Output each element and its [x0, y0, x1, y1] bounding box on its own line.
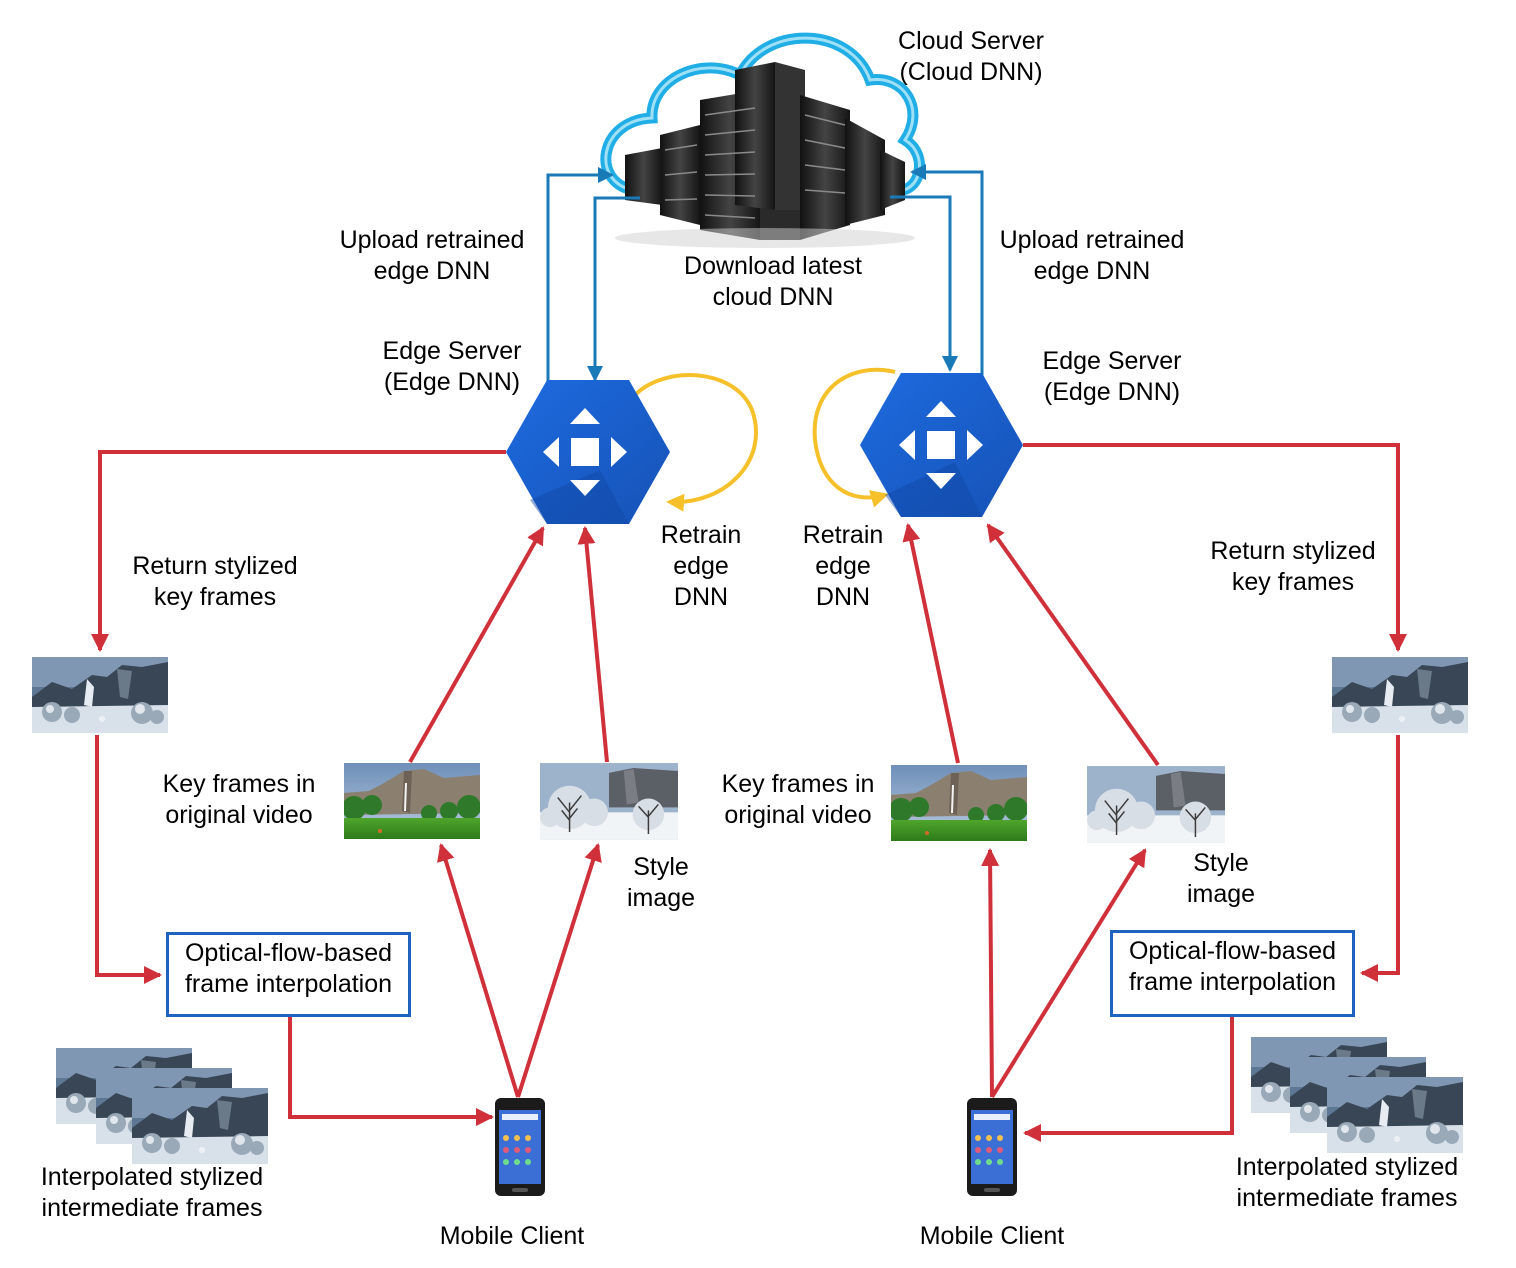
left-stylized-keyframe-image: [32, 657, 168, 733]
right-style-label: Style image: [1186, 849, 1256, 908]
right-return-label: Return stylized key frames: [1210, 537, 1376, 596]
left-retrain-label: Retrain edge DNN: [660, 521, 742, 611]
data-flow-connectors: [91, 443, 1407, 1142]
left-style-up-connector: [577, 526, 609, 763]
right-edge-server-title: Edge Server (Edge DNN): [1042, 347, 1182, 406]
right-interpolated-frames-stack: [1251, 1037, 1463, 1153]
cloud-server-icon: [600, 32, 925, 248]
left-client-to-keyframes-connector: [437, 843, 520, 1098]
right-smartphone-icon: [967, 1098, 1017, 1196]
right-style-up-connector: [986, 523, 1160, 767]
left-mobile-client-label: Mobile Client: [439, 1222, 585, 1250]
right-upload-label: Upload retrained edge DNN: [999, 226, 1185, 285]
left-interpolated-frames-stack: [56, 1048, 268, 1164]
right-keyframes-up-connector: [902, 523, 960, 764]
right-interpolated-frames-label: Interpolated stylized intermediate frame…: [1235, 1153, 1459, 1212]
right-interpolation-box: Optical-flow-based frame interpolation: [1110, 930, 1355, 1017]
left-download-connector: [587, 196, 640, 382]
left-return-connector: [91, 450, 506, 652]
left-edge-server-title: Edge Server (Edge DNN): [382, 337, 522, 396]
right-download-connector: [890, 195, 958, 372]
left-smartphone-icon: [495, 1098, 545, 1196]
right-client-to-keyframes-connector: [981, 848, 1000, 1098]
left-upload-connector: [546, 167, 614, 383]
left-client-to-style-connector: [516, 843, 602, 1098]
left-edge-server-icon: [506, 380, 670, 524]
right-return-connector: [1023, 443, 1407, 652]
left-original-keyframe-image: [344, 763, 480, 839]
left-upload-label: Upload retrained edge DNN: [339, 226, 525, 285]
left-retrain-loop: [633, 373, 759, 512]
left-keyframes-up-connector: [408, 526, 545, 763]
left-keyframes-label: Key frames in original video: [162, 770, 316, 829]
left-style-image: [540, 763, 678, 840]
right-retrain-label: Retrain edge DNN: [802, 521, 884, 611]
cloud-server-title: Cloud Server (Cloud DNN): [898, 27, 1044, 86]
download-cloud-dnn-label: Download latest cloud DNN: [684, 252, 862, 311]
right-to-interp-connector: [1360, 735, 1400, 982]
left-to-interp-connector: [95, 735, 162, 984]
left-return-label: Return stylized key frames: [132, 552, 298, 611]
right-edge-server-icon: [860, 373, 1023, 517]
right-upload-connector: [910, 164, 984, 378]
right-stylized-keyframe-image: [1332, 657, 1468, 733]
right-mobile-client-label: Mobile Client: [919, 1222, 1065, 1250]
left-style-label: Style image: [626, 853, 696, 912]
right-style-image: [1087, 766, 1225, 843]
left-interpolation-box: Optical-flow-based frame interpolation: [166, 932, 411, 1017]
right-client-to-style-connector: [990, 848, 1147, 1099]
right-original-keyframe-image: [891, 765, 1027, 841]
left-interp-to-client-connector: [288, 1015, 494, 1126]
right-interp-to-client-connector: [1023, 1015, 1234, 1142]
left-interpolated-frames-label: Interpolated stylized intermediate frame…: [40, 1163, 264, 1222]
right-retrain-loop: [812, 367, 896, 508]
right-keyframes-label: Key frames in original video: [721, 770, 875, 829]
model-flow-connectors: [546, 164, 984, 383]
